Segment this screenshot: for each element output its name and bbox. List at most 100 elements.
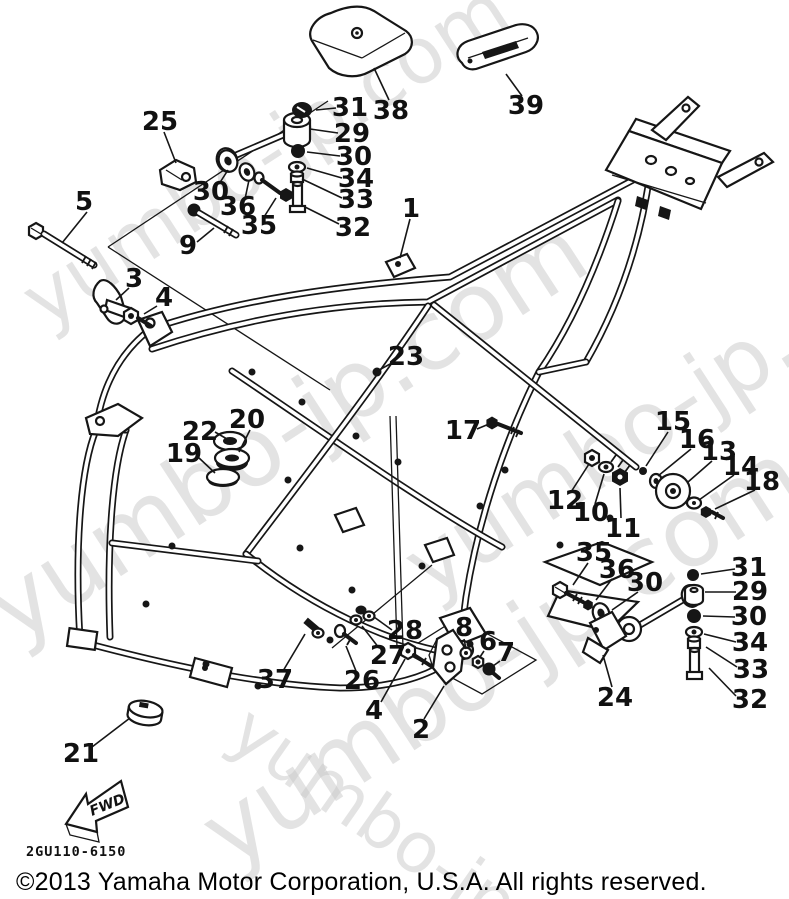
rear-crossmember bbox=[604, 95, 775, 220]
hardware-column-top bbox=[287, 102, 312, 214]
callout-24: 24 bbox=[597, 683, 633, 713]
part-25-bracket bbox=[158, 158, 198, 192]
part-17-bolt bbox=[486, 416, 523, 438]
leader-line-17 bbox=[476, 423, 490, 430]
leader-line-2 bbox=[423, 685, 445, 720]
leader-line-15 bbox=[645, 431, 669, 467]
leader-line-7 bbox=[492, 660, 501, 667]
part-38-plate bbox=[309, 5, 413, 78]
part-36-nut-lower bbox=[583, 599, 593, 611]
part-13-roller-group bbox=[639, 467, 725, 520]
leader-line-38 bbox=[373, 67, 390, 101]
leader-line-21 bbox=[91, 717, 131, 748]
leader-line-25 bbox=[163, 131, 177, 164]
leader-line-8 bbox=[463, 638, 467, 650]
leader-line-1 bbox=[399, 218, 411, 259]
callout-9: 9 bbox=[179, 231, 197, 261]
leader-line-33 bbox=[705, 646, 738, 668]
leader-line-14 bbox=[698, 474, 735, 501]
callout-11: 11 bbox=[605, 514, 641, 544]
callout-2: 2 bbox=[412, 715, 430, 745]
callout-31: 31 bbox=[332, 93, 368, 123]
callout-30: 30 bbox=[336, 142, 372, 172]
part-21-grommet bbox=[126, 699, 164, 727]
part-6-nut bbox=[471, 654, 485, 670]
leader-line-16 bbox=[657, 448, 692, 477]
leader-line-19 bbox=[197, 456, 216, 474]
callout-6: 6 bbox=[479, 627, 497, 657]
callout-29: 29 bbox=[334, 119, 370, 149]
callout-39: 39 bbox=[508, 91, 544, 121]
leader-line-22 bbox=[214, 431, 228, 440]
part-30-36-bushings bbox=[217, 149, 256, 182]
part-10-11-12-hardware bbox=[583, 448, 628, 486]
callout-36: 36 bbox=[220, 192, 256, 222]
callout-14: 14 bbox=[723, 452, 759, 482]
callout-20: 20 bbox=[229, 405, 265, 435]
callout-36: 36 bbox=[599, 555, 635, 585]
part-2-engine-bracket bbox=[428, 628, 466, 686]
callout-35: 35 bbox=[241, 211, 277, 241]
leader-line-9 bbox=[196, 227, 215, 243]
leader-line-37 bbox=[282, 633, 306, 672]
leader-line-3 bbox=[115, 287, 130, 301]
leader-line-33 bbox=[301, 178, 343, 199]
part-12-stay-rod bbox=[430, 301, 640, 473]
leader-line-27 bbox=[361, 625, 380, 649]
leader-line-24 bbox=[602, 654, 613, 688]
callout-5: 5 bbox=[75, 187, 93, 217]
leader-line-29 bbox=[309, 128, 339, 134]
callout-7: 7 bbox=[497, 638, 515, 668]
leader-line-20 bbox=[238, 429, 251, 453]
frame-drawing bbox=[65, 95, 775, 695]
leader-line-28 bbox=[373, 616, 393, 631]
callout-17: 17 bbox=[445, 416, 481, 446]
callout-1: 1 bbox=[402, 194, 420, 224]
frame-bolt-dots bbox=[142, 368, 614, 690]
leader-line-6 bbox=[479, 650, 485, 658]
callout-34: 34 bbox=[338, 164, 374, 194]
part-9-bolt bbox=[187, 203, 240, 239]
leader-line-4 bbox=[380, 658, 406, 703]
callout-4: 4 bbox=[365, 696, 383, 726]
leader-line-18 bbox=[714, 489, 756, 510]
leader-line-11 bbox=[619, 487, 622, 519]
part-37-bolt bbox=[303, 617, 325, 639]
callout-33: 33 bbox=[733, 655, 769, 685]
leader-line-35 bbox=[572, 562, 589, 586]
callout-32: 32 bbox=[732, 685, 768, 715]
callout-12: 12 bbox=[547, 486, 583, 516]
callout-4: 4 bbox=[155, 283, 173, 313]
callout-29: 29 bbox=[732, 577, 768, 607]
leader-line-30 bbox=[218, 169, 229, 185]
part-35-bolt-top bbox=[253, 171, 292, 202]
leader-line-31 bbox=[315, 107, 337, 111]
part-4-bolt-top bbox=[122, 306, 153, 328]
callout-32: 32 bbox=[335, 213, 371, 243]
callout-33: 33 bbox=[338, 185, 374, 215]
callout-37: 37 bbox=[257, 665, 293, 695]
leader-line-10 bbox=[594, 473, 605, 505]
callout-13: 13 bbox=[701, 437, 737, 467]
leader-line-39 bbox=[505, 73, 523, 97]
leader-line-30 bbox=[702, 615, 736, 618]
callout-3: 3 bbox=[125, 264, 143, 294]
callout-21: 21 bbox=[63, 739, 99, 769]
callout-19: 19 bbox=[166, 439, 202, 469]
callout-27: 27 bbox=[370, 641, 406, 671]
callout-30: 30 bbox=[627, 568, 663, 598]
part-7-bolt bbox=[482, 662, 501, 680]
callout-28: 28 bbox=[387, 616, 423, 646]
callout-30: 30 bbox=[193, 177, 229, 207]
callout-8: 8 bbox=[455, 613, 473, 643]
leader-line-4 bbox=[143, 305, 158, 315]
leader-line-30 bbox=[611, 591, 639, 611]
callout-22: 22 bbox=[182, 417, 218, 447]
part-8-washer bbox=[459, 646, 473, 660]
callout-15: 15 bbox=[655, 407, 691, 437]
part-26-27-28-group bbox=[333, 605, 376, 646]
callout-34: 34 bbox=[732, 628, 768, 658]
